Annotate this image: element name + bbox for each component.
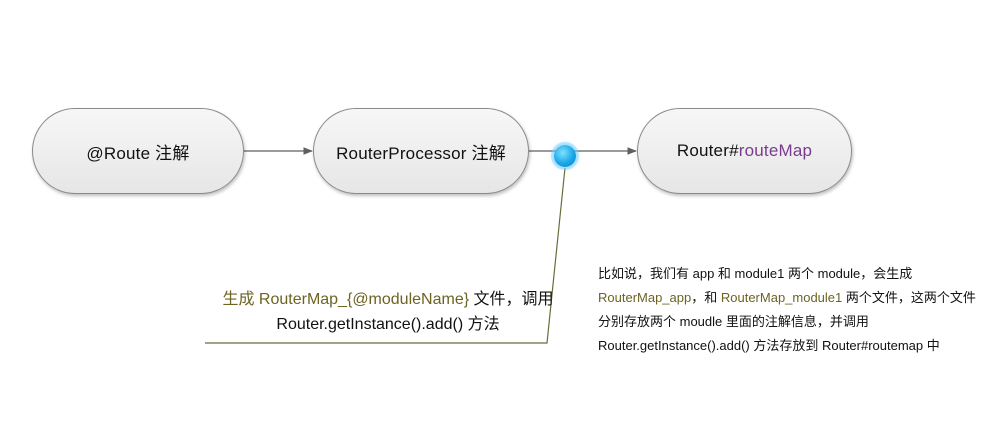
- router-processor-label: RouterProcessor 注解: [336, 143, 506, 163]
- annotation-left-part2: RouterMap_{@moduleName}: [258, 291, 470, 308]
- router-map-prefix: Router#: [676, 141, 739, 160]
- annotation-right-module-file: RouterMap_module1: [720, 290, 843, 305]
- leader-line: [205, 167, 566, 344]
- annotation-right-line1: 比如说，我们有 app 和 module1 两个 module，会生成: [598, 266, 913, 281]
- router-routemap-label: Router#routeMap: [677, 141, 812, 161]
- annotation-left-part1: 生成: [222, 291, 259, 308]
- route-annotation-label: @Route 注解: [86, 143, 190, 163]
- annotation-right-line2: 两个文件，这两个文件分别存放两个 moudle 里面的注解信息，并调用 Rout…: [598, 290, 976, 353]
- connection-point-dot: [554, 145, 576, 167]
- annotation-right-app-file: RouterMap_app: [598, 290, 692, 305]
- annotation-left: 生成 RouterMap_{@moduleName} 文件，调用 Router.…: [218, 287, 558, 337]
- router-processor-node: RouterProcessor 注解: [313, 108, 529, 194]
- annotation-left-part3: 文件，调用 Router.getInstance().add() 方法: [276, 291, 554, 333]
- router-map-suffix: routeMap: [738, 141, 813, 160]
- annotation-right: 比如说，我们有 app 和 module1 两个 module，会生成 Rout…: [598, 262, 978, 358]
- router-routemap-node: Router#routeMap: [637, 108, 852, 194]
- annotation-right-mid: ，和: [691, 290, 721, 305]
- route-annotation-node: @Route 注解: [32, 108, 244, 194]
